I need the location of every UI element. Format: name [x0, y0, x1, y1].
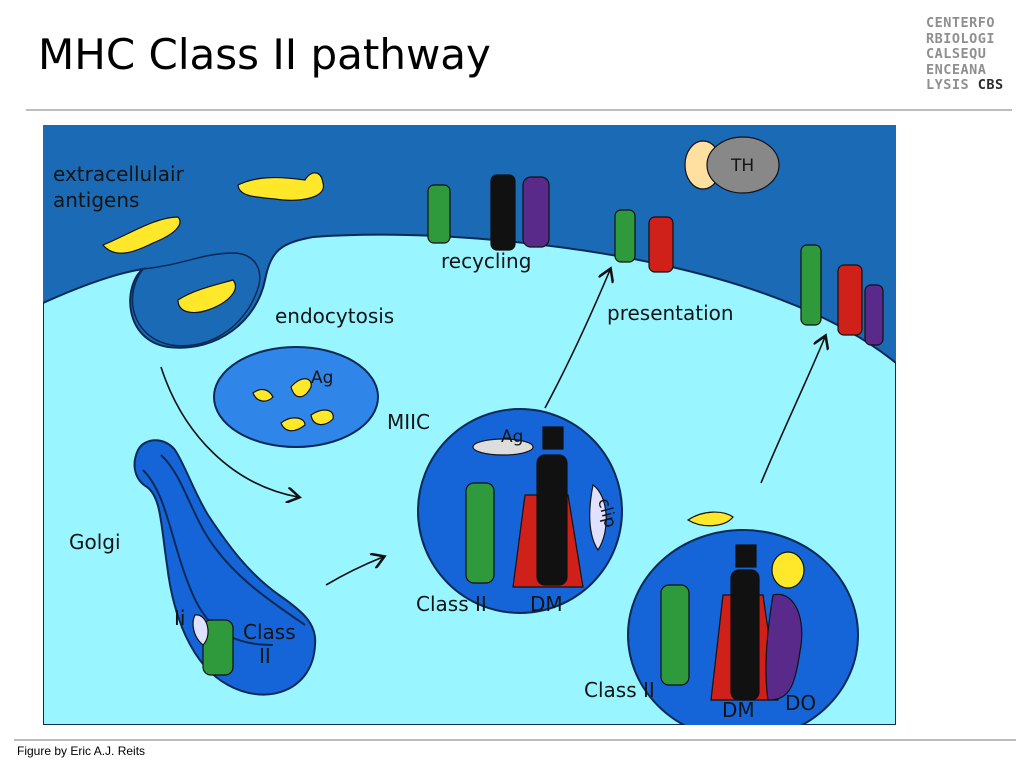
label-miic: MIIC [387, 410, 430, 434]
figure-do-presenting [864, 284, 884, 346]
logo-cbs: CBS [977, 77, 1004, 93]
label-class-golgi: Class [243, 620, 296, 644]
logo-lysis: LYSIS [926, 77, 978, 93]
cartoon-figures [192, 136, 884, 701]
figure-class-ii-golgi [202, 619, 234, 676]
figure-class-ii-miic [465, 482, 495, 584]
golgi-cisterna [160, 454, 306, 626]
logo-line-5: LYSIS CBS [926, 77, 1004, 94]
label-ii: Ii [174, 606, 185, 630]
logo-line-3: CALSEQU [926, 46, 987, 62]
figure-dm-miic [536, 454, 568, 586]
arrow-miic-to-recycling [544, 270, 610, 409]
mhc-pathway-figure: extracellulair antigens recycling endocy… [43, 125, 896, 725]
label-class-ii-do: Class II [584, 678, 655, 702]
figure-class-ii-top [427, 184, 451, 244]
golgi-cisterna-2 [142, 469, 274, 646]
figure-do-top [522, 176, 550, 248]
label-extracellular: extracellulair [53, 162, 185, 186]
figure-dm-leaving [648, 216, 674, 273]
th-cell-body [706, 136, 780, 194]
title-divider [26, 109, 1012, 111]
golgi-apparatus [133, 439, 317, 696]
invariant-chain-cloth [192, 614, 209, 646]
arrow-do-to-presentation [760, 337, 825, 484]
logo-line-1: CENTERFO [926, 15, 996, 31]
arrow-endocytosis-to-miic [160, 366, 298, 497]
label-presentation: presentation [607, 301, 734, 325]
figure-dm-presenting [837, 264, 863, 336]
label-ii-roman-golgi: II [259, 644, 271, 668]
label-ag-vesicle: Ag [311, 368, 333, 388]
label-endocytosis: endocytosis [275, 304, 394, 328]
logo-line-4: ENCEANA [926, 61, 987, 78]
footer-divider [14, 739, 1016, 741]
slide-title: MHC Class II pathway [38, 30, 491, 79]
label-ag-miic: Ag [501, 427, 523, 447]
arrow-golgi-to-miic [325, 557, 383, 586]
label-class-ii-miic: Class II [416, 592, 487, 616]
do-hair [771, 551, 805, 589]
label-do: DO [785, 691, 816, 715]
label-antigens: antigens [53, 188, 139, 212]
tray-miic [472, 438, 534, 456]
antigen-shapes [101, 172, 734, 527]
figure-class-ii-presenting [800, 244, 822, 326]
dm-top-hat-do [735, 544, 757, 568]
label-dm-do: DM [722, 698, 755, 722]
antigen-vesicle [213, 346, 379, 448]
label-golgi: Golgi [69, 530, 121, 554]
figure-class-ii-leaving [614, 209, 636, 263]
cbs-logo: CENTERFO RBIOLOGI CALSEQU ENCEANA LYSIS … [926, 15, 1004, 94]
logo-line-2: RBIOLOGI [926, 30, 996, 47]
label-dm-miic: DM [530, 592, 563, 616]
figure-class-ii-do [660, 584, 690, 686]
label-th: TH [730, 156, 754, 176]
figure-dm-do [730, 569, 760, 701]
pathway-illustration: extracellulair antigens recycling endocy… [43, 125, 896, 725]
dm-top-hat-miic [542, 426, 564, 450]
label-recycling: recycling [441, 249, 531, 273]
figure-do [765, 593, 803, 701]
clip-cloth [589, 484, 607, 552]
figure-dm-top [490, 174, 516, 251]
figure-caption: Figure by Eric A.J. Reits [17, 744, 146, 758]
